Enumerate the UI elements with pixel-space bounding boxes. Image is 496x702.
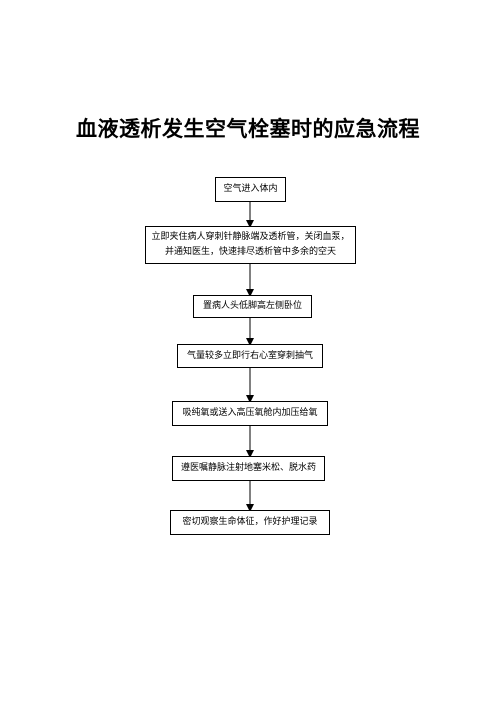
flow-step-observe-record: 密切观察生命体征，作好护理记录 bbox=[170, 510, 330, 535]
flow-step-oxygen: 吸纯氧或送入高压氧舱内加压给氧 bbox=[172, 401, 328, 426]
flow-step-position-patient: 置病人头低脚高左侧卧位 bbox=[193, 295, 312, 318]
step-text: 立即夹住病人穿刺针静脉端及透析管，关闭血泵， bbox=[151, 232, 350, 242]
step-text: 并通知医生，快速排尽透析管中多余的空天 bbox=[164, 247, 336, 257]
step-text: 吸纯氧或送入高压氧舱内加压给氧 bbox=[182, 408, 318, 418]
step-text: 置病人头低脚高左侧卧位 bbox=[202, 301, 302, 311]
flow-step-puncture-aspirate: 气量较多立即行右心室穿刺抽气 bbox=[177, 344, 323, 368]
flow-step-medication: 遵医嘱静脉注射地塞米松、脱水药 bbox=[172, 456, 325, 481]
step-text: 遵医嘱静脉注射地塞米松、脱水药 bbox=[180, 463, 316, 473]
flow-step-air-entry: 空气进入体内 bbox=[215, 177, 286, 202]
step-text: 密切观察生命体征，作好护理记录 bbox=[182, 517, 318, 527]
step-text: 空气进入体内 bbox=[223, 184, 278, 194]
flow-step-clamp-and-notify: 立即夹住病人穿刺针静脉端及透析管，关闭血泵， 并通知医生，快速排尽透析管中多余的… bbox=[145, 226, 356, 264]
step-text: 气量较多立即行右心室穿刺抽气 bbox=[186, 350, 313, 361]
page-title: 血液透析发生空气栓塞时的应急流程 bbox=[76, 116, 420, 141]
